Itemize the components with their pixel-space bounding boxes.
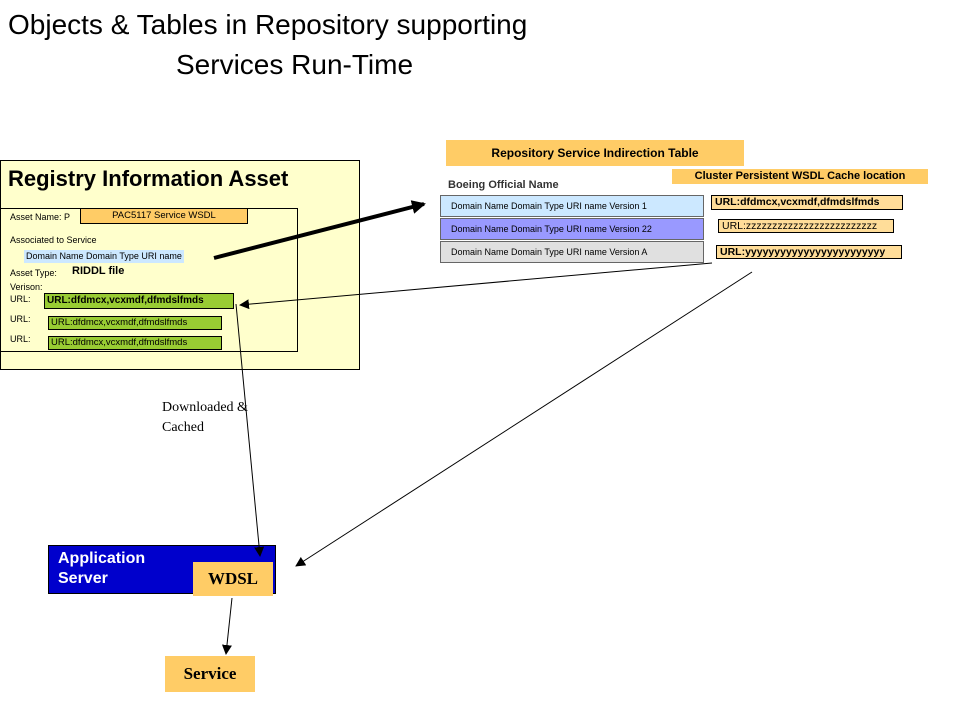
arrow-associated-to-indirection xyxy=(213,200,426,260)
arrow-indirection-to-app-server xyxy=(295,271,753,567)
indirection-table-header: Repository Service Indirection Table xyxy=(446,140,744,166)
registry-information-asset-panel xyxy=(0,160,360,370)
associated-to-service-label: Associated to Service xyxy=(10,235,97,245)
page-title-line-2: Services Run-Time xyxy=(176,49,414,80)
arrow-wdsl-to-service xyxy=(221,597,233,655)
registry-title: Registry Information Asset xyxy=(8,166,289,191)
application-server-label-line-2: Server xyxy=(58,570,108,587)
page-title-line-1: Objects & Tables in Repository supportin… xyxy=(8,9,528,40)
asset-url-box: URL:dfdmcx,vcxmdf,dfmdslfmds xyxy=(48,336,222,350)
arrow-cache-to-asset-url xyxy=(239,262,713,310)
application-server-label: Application Server xyxy=(58,549,145,589)
cache-url-box: URL:yyyyyyyyyyyyyyyyyyyyyyyy xyxy=(716,245,902,259)
downloaded-cached-label: Downloaded & Cached xyxy=(162,398,248,438)
cluster-cache-location-label: Cluster Persistent WSDL Cache location xyxy=(672,169,928,184)
associated-service-value: Domain Name Domain Type URI name xyxy=(24,250,184,263)
service-box: Service xyxy=(165,656,255,692)
url-label: URL: xyxy=(10,294,31,304)
boeing-official-name-label: Boeing Official Name xyxy=(448,179,559,191)
arrow-asset-url-to-wdsl xyxy=(235,303,265,557)
wdsl-box: WDSL xyxy=(193,562,273,596)
cache-url-box: URL:dfdmcx,vcxmdf,dfmdslfmds xyxy=(711,195,903,210)
indirection-row: Domain Name Domain Type URI name Version… xyxy=(440,195,704,217)
asset-name-value: PAC5117 Service WSDL xyxy=(80,208,248,224)
asset-url-box: URL:dfdmcx,vcxmdf,dfmdslfmds xyxy=(48,316,222,330)
asset-type-value: RIDDL file xyxy=(72,265,125,277)
downloaded-label-line-1: Downloaded & xyxy=(162,400,248,415)
version-label: Verison: xyxy=(10,282,43,292)
asset-name-label: Asset Name: P xyxy=(10,212,71,222)
cache-url-box: URL:zzzzzzzzzzzzzzzzzzzzzzzzz xyxy=(718,219,894,233)
asset-type-label: Asset Type: xyxy=(10,268,57,278)
downloaded-label-line-2: Cached xyxy=(162,420,204,435)
application-server-label-line-1: Application xyxy=(58,550,146,567)
url-label: URL: xyxy=(10,334,31,344)
url-label: URL: xyxy=(10,314,31,324)
indirection-row: Domain Name Domain Type URI name Version… xyxy=(440,241,704,263)
indirection-row: Domain Name Domain Type URI name Version… xyxy=(440,218,704,240)
asset-url-box-primary: URL:dfdmcx,vcxmdf,dfmdslfmds xyxy=(44,293,234,309)
